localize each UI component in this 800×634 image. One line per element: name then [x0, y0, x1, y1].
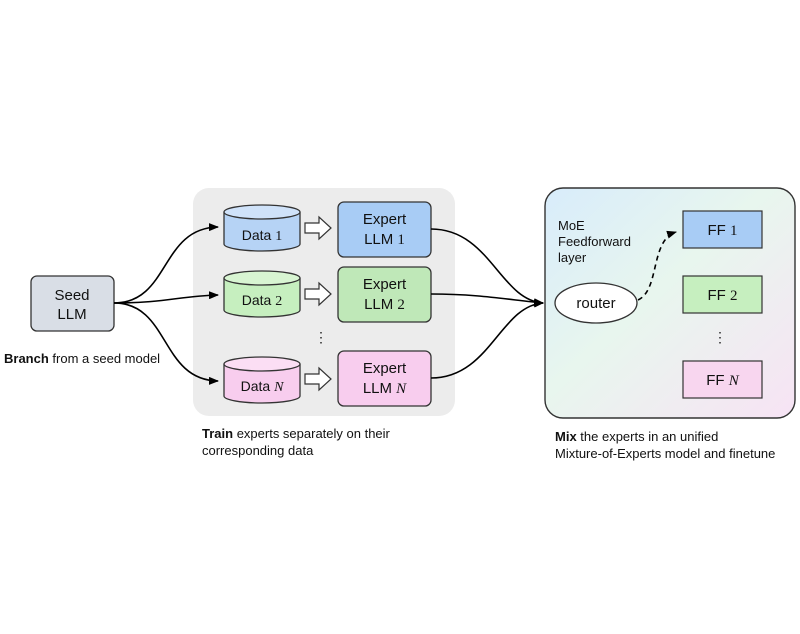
svg-text:Data 2: Data 2	[242, 292, 282, 309]
ff-box-n: FF N	[682, 360, 763, 399]
svg-text:Expert: Expert	[363, 276, 407, 293]
svg-text:LLM 1: LLM 1	[364, 231, 405, 248]
seed-label-line1: Seed	[54, 287, 89, 304]
svg-text:FF 1: FF 1	[708, 222, 738, 239]
moe-label-line1: MoE	[558, 218, 585, 233]
ff-ellipsis: ⋮	[713, 329, 727, 345]
branch-arrows	[113, 223, 219, 385]
train-caption-line2: corresponding data	[202, 443, 314, 458]
data-cylinder-2: Data 2	[223, 270, 301, 318]
seed-label-line2: LLM	[57, 306, 86, 323]
svg-text:LLM N: LLM N	[363, 380, 407, 397]
mix-arrows	[430, 228, 544, 379]
experts-ellipsis: ⋮	[314, 329, 328, 345]
branch-caption-rest: from a seed model	[48, 351, 161, 366]
expert-llm-n: Expert LLM N	[337, 350, 432, 407]
svg-text:Expert: Expert	[363, 211, 407, 228]
branch-arrow-1	[113, 223, 219, 304]
mix-arrow-n	[430, 299, 544, 379]
mix-arrow-1	[430, 228, 544, 307]
branch-arrow-2	[113, 291, 219, 304]
ff-box-1: FF 1	[682, 210, 763, 249]
train-arrow-2	[304, 281, 332, 307]
moe-label-line3: layer	[558, 250, 587, 265]
branch-caption: Branch from a seed model	[4, 350, 160, 367]
train-caption-bold: Train	[202, 426, 234, 441]
router-node: router	[554, 282, 638, 324]
train-arrows	[304, 215, 332, 392]
ff-box-2: FF 2	[682, 275, 763, 314]
seed-llm-box: Seed LLM	[30, 275, 115, 332]
data-cylinder-n: Data N	[223, 356, 301, 404]
data-cylinder-1: Data 1	[223, 204, 301, 252]
train-caption: Train experts separately on their corres…	[202, 425, 390, 459]
svg-text:Data N: Data N	[241, 378, 284, 395]
branch-arrow-n	[113, 302, 219, 385]
moe-label-line2: Feedforward	[558, 234, 631, 249]
train-arrow-n	[304, 366, 332, 392]
branch-caption-bold: Branch	[4, 351, 49, 366]
mix-caption-bold: Mix	[555, 429, 577, 444]
svg-text:LLM 2: LLM 2	[364, 296, 405, 313]
svg-text:FF 2: FF 2	[708, 287, 738, 304]
mix-arrow-2	[430, 293, 544, 307]
svg-text:Data 1: Data 1	[242, 227, 282, 244]
train-caption-rest: experts separately on their	[233, 426, 390, 441]
router-label: router	[576, 295, 615, 312]
svg-text:Expert: Expert	[363, 360, 407, 377]
svg-text:FF N: FF N	[706, 372, 740, 389]
train-arrow-1	[304, 215, 332, 241]
expert-llm-1: Expert LLM 1	[337, 201, 432, 258]
mix-caption-line2: Mixture-of-Experts model and finetune	[555, 446, 776, 461]
routing-arrow	[637, 230, 677, 301]
expert-llm-2: Expert LLM 2	[337, 266, 432, 323]
mix-caption: Mix the experts in an unified Mixture-of…	[555, 428, 775, 462]
mix-caption-rest: the experts in an unified	[576, 429, 719, 444]
